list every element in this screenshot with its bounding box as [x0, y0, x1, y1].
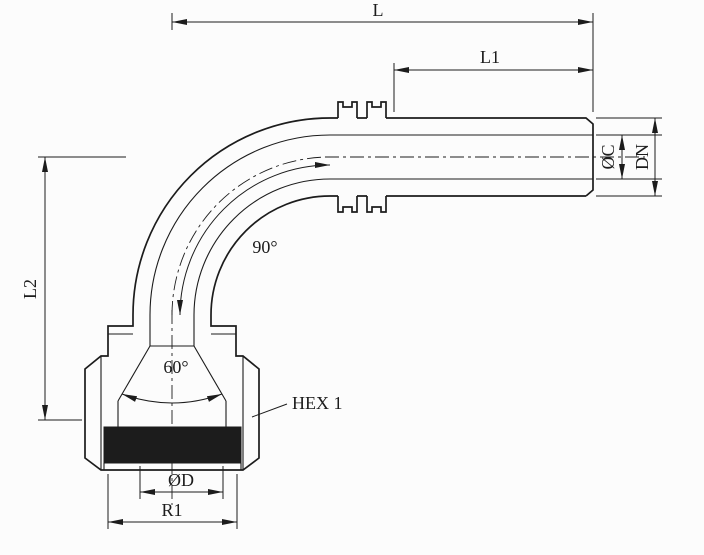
bend-outer-arcs [132, 117, 331, 316]
dim-bend-angle-arc [177, 162, 331, 316]
bend-centerline-arc [171, 156, 331, 316]
dim-label-L1: L1 [480, 47, 500, 67]
dim-seat-angle-arc [121, 393, 223, 404]
centerlines [171, 156, 645, 505]
dim-label-D: ØD [168, 470, 194, 490]
thread-band [103, 426, 242, 464]
bore-lines [149, 134, 593, 347]
dim-label-hex: HEX 1 [292, 393, 343, 413]
dim-label-L: L [373, 0, 384, 20]
thread-bore-edges [103, 463, 242, 470]
dim-label-DN: DN [632, 144, 652, 170]
seat-cone-lines [117, 345, 227, 427]
dim-L-extension-lines [171, 13, 594, 112]
stem-collar-serrations [337, 101, 387, 213]
dim-label-R1: R1 [161, 500, 182, 520]
dimensions: L L1 L2 ØC DN 90° 60° HEX [20, 0, 662, 529]
dim-C-extension-lines [596, 134, 662, 180]
dim-label-C: ØC [598, 144, 618, 169]
dim-label-bend-angle: 90° [252, 237, 277, 257]
stem-outer-contour [330, 117, 594, 197]
dim-DN-extension-lines [596, 117, 662, 197]
dim-label-L2: L2 [20, 279, 40, 299]
hex-leader-line [251, 403, 288, 418]
hex-facet-lines [100, 356, 244, 470]
dim-L2-extension-lines [38, 156, 126, 421]
dim-label-seat-angle: 60° [163, 357, 188, 377]
